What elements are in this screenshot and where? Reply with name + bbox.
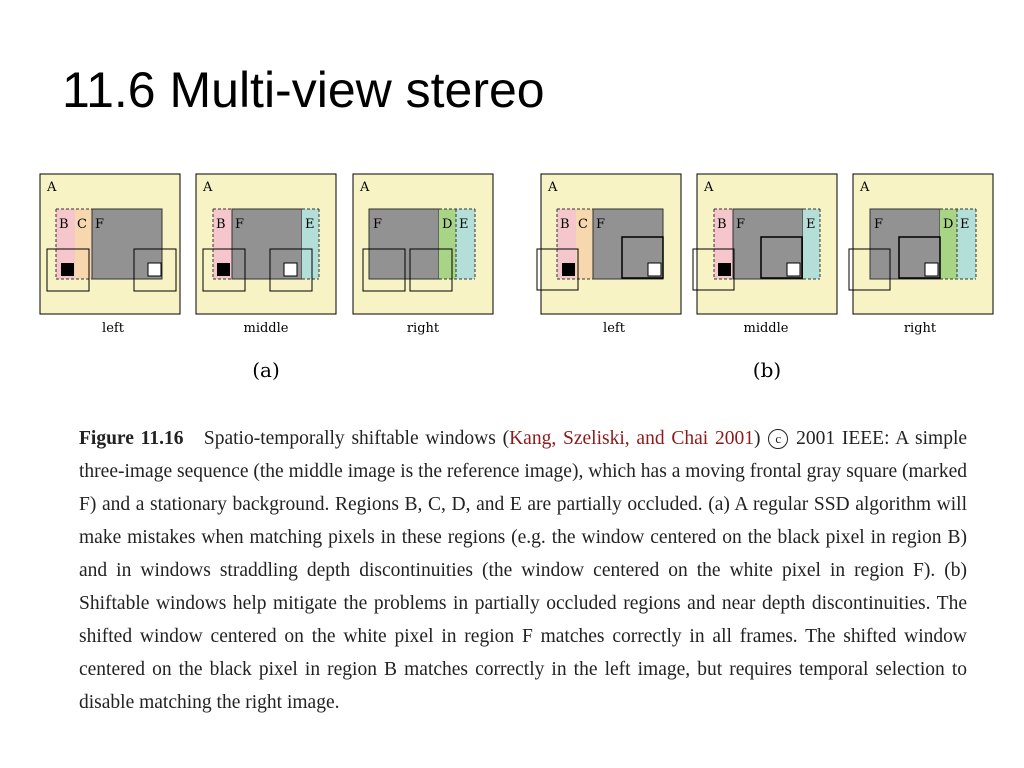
matching-window [46, 248, 90, 292]
region-label-a: A [547, 180, 558, 195]
shifted-window [898, 236, 941, 279]
region-label-a: A [703, 180, 714, 195]
region-label: D [943, 217, 953, 232]
figure-caption: Figure 11.16 Spatio-temporally shiftable… [79, 422, 967, 719]
caption-text: Spatio-temporally shiftable windows ( [203, 428, 510, 449]
region-label: E [459, 217, 469, 232]
shifted-window [848, 248, 891, 291]
matching-window [202, 248, 246, 292]
region-label: D [442, 217, 452, 232]
panel-caption: middle [744, 321, 789, 336]
shifted-window [760, 236, 803, 279]
white-pixel [647, 262, 662, 277]
region-d [940, 209, 957, 279]
stereo-figure: A B C F left A B F E middle [39, 173, 994, 382]
region-label: B [59, 217, 69, 232]
panel-caption: left [102, 321, 125, 336]
region-c [576, 209, 593, 279]
region-label: B [560, 217, 570, 232]
region-label: C [77, 217, 87, 232]
region-label: E [305, 217, 315, 232]
black-pixel [61, 263, 74, 276]
region-label: F [235, 217, 244, 232]
panel-b-left: A B C F left [536, 173, 682, 336]
panel-a-middle: A B F E middle [195, 173, 337, 336]
white-pixel [786, 262, 801, 277]
region-f [368, 208, 440, 280]
white-pixel [283, 262, 298, 277]
panel-a-left: A B C F left [39, 173, 181, 336]
black-pixel [562, 263, 575, 276]
shifted-window [536, 248, 579, 291]
panel-caption: right [407, 321, 440, 336]
panel-a-right: A F D E right [352, 173, 494, 336]
caption-text: ) [753, 428, 761, 449]
region-b [714, 209, 733, 279]
panel-caption: right [904, 321, 937, 336]
region-e [456, 209, 475, 279]
matching-window [133, 248, 177, 292]
matching-window [362, 248, 406, 292]
region-e [803, 209, 820, 279]
region-c [75, 209, 92, 279]
panel-caption: middle [244, 321, 289, 336]
citation-link[interactable]: Kang, Szeliski, and Chai 2001 [509, 428, 754, 449]
region-e [957, 209, 976, 279]
group-label: (a) [252, 358, 280, 382]
group-label: (b) [753, 358, 781, 382]
matching-window [409, 248, 453, 292]
region-label: B [717, 217, 727, 232]
panel-b-middle: A B F E middle [692, 173, 838, 336]
copyright-icon: c [768, 429, 789, 449]
region-label-a: A [859, 180, 870, 195]
shifted-window [621, 236, 664, 279]
figure-group-b: A B C F left A B F E middle [536, 173, 994, 382]
caption-text: 2001 IEEE: A simple three-image sequence… [79, 428, 968, 713]
white-pixel [147, 262, 162, 277]
region-label: E [960, 217, 970, 232]
panel-caption: left [603, 321, 626, 336]
black-pixel [718, 263, 731, 276]
slide-title: 11.6 Multi-view stereo [62, 62, 545, 118]
region-label: F [874, 217, 883, 232]
region-label: E [806, 217, 816, 232]
figure-number: Figure 11.16 [79, 428, 184, 449]
region-label-a: A [46, 180, 57, 195]
panel-b-right: A F D E right [848, 173, 994, 336]
black-pixel [217, 263, 230, 276]
region-label: F [736, 217, 745, 232]
white-pixel [924, 262, 939, 277]
region-label: F [596, 217, 605, 232]
region-b [56, 209, 75, 279]
region-label: B [216, 217, 226, 232]
region-label-a: A [359, 180, 370, 195]
region-e [302, 209, 319, 279]
region-label-a: A [202, 180, 213, 195]
figure-group-a: A B C F left A B F E middle [39, 173, 494, 382]
region-b [213, 209, 232, 279]
region-label: C [578, 217, 588, 232]
region-label: F [373, 217, 382, 232]
shifted-window [692, 248, 735, 291]
region-b [557, 209, 576, 279]
matching-window [269, 248, 313, 292]
region-label: F [95, 217, 104, 232]
